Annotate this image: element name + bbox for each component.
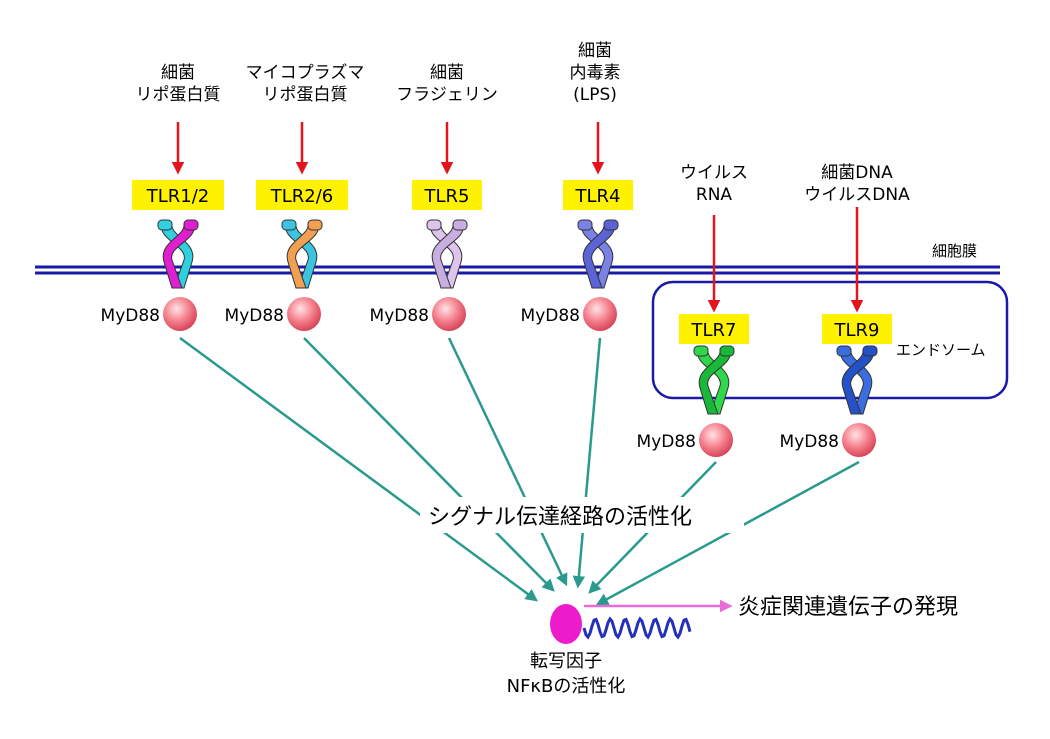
tlr-label-box-tlr5 bbox=[412, 180, 482, 210]
ligand-tlr7-line1: ウイルス bbox=[680, 163, 748, 183]
endosome-label: エンドソーム bbox=[896, 341, 986, 359]
signal-arrow-tlr4 bbox=[572, 337, 602, 589]
tlr-label-box-tlr2-6 bbox=[256, 180, 348, 210]
tf-label-line2: NFκBの活性化 bbox=[507, 676, 626, 697]
myd88-label-tlr2-6: MyD88 bbox=[225, 306, 284, 326]
myd88-ball-tlr2-6 bbox=[287, 297, 321, 331]
myd88-label-tlr1-2: MyD88 bbox=[101, 306, 160, 326]
receptor-shape-tlr4 bbox=[577, 219, 619, 289]
receptor-shape-tlr2-6 bbox=[281, 219, 323, 289]
receptor-shape-tlr9 bbox=[836, 345, 878, 415]
ligand-tlr9-line1: 細菌DNA bbox=[821, 163, 893, 183]
signal-arrows bbox=[179, 336, 860, 606]
myd88-ball-tlr4 bbox=[583, 297, 617, 331]
nfkb-molecule bbox=[550, 604, 582, 644]
tlr-label-tlr5: TLR5 bbox=[424, 186, 470, 207]
ligand-tlr5-line1: 細菌 bbox=[430, 63, 464, 83]
myd88-ball-tlr5 bbox=[432, 297, 466, 331]
tlr-label-tlr7: TLR7 bbox=[691, 320, 737, 341]
tlr-label-box-tlr1-2 bbox=[132, 180, 224, 210]
tlr-label-box-tlr9 bbox=[822, 314, 892, 344]
ligand-tlr4-line3: (LPS) bbox=[573, 85, 617, 105]
myd88-label-tlr7: MyD88 bbox=[637, 432, 696, 452]
ligand-tlr1-2-line1: 細菌 bbox=[161, 63, 195, 83]
receptor-shape-tlr5 bbox=[426, 219, 468, 289]
receptor-shape-tlr7 bbox=[693, 345, 735, 415]
ligand-tlr1-2-line2: リポ蛋白質 bbox=[136, 85, 221, 105]
myd88-ball-tlr9 bbox=[842, 423, 876, 457]
signal-arrow-tlr1-2 bbox=[179, 336, 539, 602]
ligand-tlr9-line2: ウイルスDNA bbox=[804, 185, 910, 205]
dna-helix bbox=[582, 616, 692, 640]
tlr-label-tlr1-2: TLR1/2 bbox=[146, 186, 210, 207]
ligand-tlr4-line1: 細菌 bbox=[578, 41, 612, 61]
ligand-tlr2-6-line2: リポ蛋白質 bbox=[263, 85, 348, 105]
tlr-label-tlr9: TLR9 bbox=[834, 320, 880, 341]
receptor-shape-tlr1-2 bbox=[157, 219, 199, 289]
ligand-tlr4-line2: 内毒素 bbox=[570, 63, 621, 83]
endosome bbox=[651, 280, 1009, 400]
myd88-ball-tlr7 bbox=[699, 423, 733, 457]
receptor-group: 細菌リポ蛋白質TLR1/2MyD88マイコプラズマリポ蛋白質TLR2/6MyD8… bbox=[101, 41, 910, 457]
tlr-label-tlr2-6: TLR2/6 bbox=[270, 186, 334, 207]
signal-arrow-tlr5 bbox=[447, 337, 568, 587]
myd88-ball-tlr1-2 bbox=[163, 297, 197, 331]
ligand-tlr7-line2: RNA bbox=[696, 185, 733, 205]
cell-membrane bbox=[35, 265, 1000, 275]
myd88-label-tlr9: MyD88 bbox=[780, 432, 839, 452]
signal-arrow-tlr2-6 bbox=[303, 337, 555, 592]
tf-label-line1: 転写因子 bbox=[530, 651, 602, 672]
expression-label: 炎症関連遺伝子の発現 bbox=[738, 595, 958, 620]
ligand-tlr2-6-line1: マイコプラズマ bbox=[246, 63, 365, 83]
tlr-label-box-tlr7 bbox=[679, 314, 749, 344]
membrane-label: 細胞膜 bbox=[932, 242, 977, 260]
ligand-tlr5-line2: フラジェリン bbox=[396, 85, 498, 105]
signal-label: シグナル伝達経路の活性化 bbox=[428, 505, 692, 530]
myd88-label-tlr5: MyD88 bbox=[370, 306, 429, 326]
tlr-label-box-tlr4 bbox=[563, 180, 633, 210]
tlr-label-tlr4: TLR4 bbox=[575, 186, 621, 207]
signal-label-backing bbox=[420, 497, 744, 533]
myd88-label-tlr4: MyD88 bbox=[521, 306, 580, 326]
